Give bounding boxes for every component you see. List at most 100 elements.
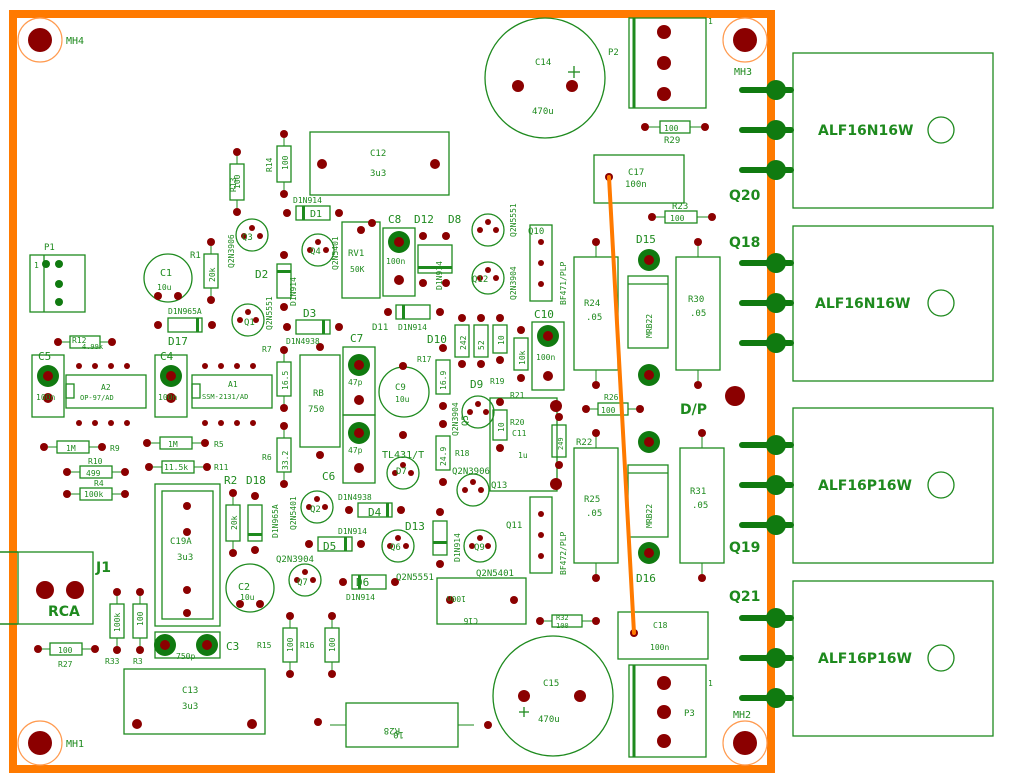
r32-label: R32: [556, 614, 569, 622]
d17-label: D17: [168, 335, 188, 348]
pad-core: [160, 640, 170, 650]
pad: [345, 506, 353, 514]
r20-value: 10: [497, 422, 506, 432]
d11-band: [402, 305, 405, 319]
pad: [436, 508, 444, 516]
pad: [641, 123, 649, 131]
pad: [566, 80, 578, 92]
r252-value: 52: [477, 340, 486, 350]
pad: [280, 251, 288, 259]
pad: [419, 232, 427, 240]
r23-value: 100: [670, 214, 685, 223]
r17-body: [435, 359, 451, 395]
c4-outline: [154, 354, 188, 418]
p1-label: P1: [44, 243, 55, 253]
pad: [467, 409, 473, 415]
pad: [40, 443, 48, 451]
pad: [550, 400, 562, 412]
pad: [34, 645, 42, 653]
pad: [470, 479, 476, 485]
p3-pin1: 1: [708, 679, 713, 688]
r4-label: R4: [94, 479, 104, 488]
q9-label: Q9: [474, 543, 485, 553]
pad: [439, 478, 447, 486]
q21-pad-3: [766, 688, 786, 708]
alf-hole-1: [927, 116, 955, 144]
pad: [701, 123, 709, 131]
c16-value: 100n: [447, 594, 466, 603]
pad: [538, 553, 544, 559]
pad: [512, 80, 524, 92]
pad: [485, 267, 491, 273]
j1-value: RCA: [48, 604, 80, 620]
d7-label: D7: [396, 467, 407, 477]
c17-value: 100n: [625, 180, 647, 190]
c5-value: 100n: [36, 393, 55, 402]
rb-body: [299, 354, 341, 448]
rv1-value: 50K: [350, 265, 365, 274]
pad: [335, 209, 343, 217]
pad: [286, 612, 294, 620]
pad: [439, 402, 447, 410]
q3-type: Q2N3906: [227, 234, 236, 268]
pad: [280, 130, 288, 138]
pad: [592, 574, 600, 582]
pad: [229, 489, 237, 497]
c3-value: 750p: [176, 652, 195, 661]
c18-outline: [617, 611, 709, 660]
r24-label: R24: [584, 299, 600, 309]
q2-outline: [300, 490, 334, 524]
r2-value: 20k: [230, 515, 239, 530]
pad: [124, 420, 130, 426]
d13-value: D1N914: [453, 533, 462, 562]
pad: [121, 468, 129, 476]
q9-type: Q2N5401: [476, 569, 514, 579]
r23-label: R23: [672, 202, 688, 212]
r29-value: 100: [664, 124, 679, 133]
pad: [280, 422, 288, 430]
pad: [430, 159, 440, 169]
pad: [458, 314, 466, 322]
r20-label: R20: [510, 418, 525, 427]
c13-value: 3u3: [182, 702, 198, 712]
pad: [76, 420, 82, 426]
d3-body: [295, 319, 331, 335]
r7-label: R7: [262, 345, 272, 354]
r3-value: 100: [136, 611, 145, 626]
silkscreen-text: C14 470u C15 470u P2 1 P3 1 P1 1 100 R29…: [34, 17, 713, 739]
q4-label: Q4: [310, 247, 321, 257]
c15-label: C15: [543, 679, 559, 689]
pad: [648, 213, 656, 221]
pad: [76, 363, 82, 369]
pad: [725, 386, 745, 406]
d18-band: [248, 533, 262, 536]
q1-type: Q2N5551: [265, 296, 274, 330]
c19a-outer: [154, 483, 221, 627]
pad: [91, 645, 99, 653]
pad: [496, 356, 504, 364]
r28-label: R28: [384, 725, 400, 735]
pad: [316, 343, 324, 351]
pad: [251, 546, 259, 554]
q1-outline: [231, 303, 265, 337]
pad: [294, 577, 300, 583]
d4-value: D1N4938: [338, 493, 372, 502]
r25-label: R25: [584, 495, 600, 505]
r5-value: 1M: [168, 440, 178, 449]
q12-type-2: Q2N5551: [509, 203, 518, 237]
q4-type: Q2N5401: [331, 236, 340, 270]
c15-value: 470u: [538, 715, 560, 725]
d18-value: D1N965A: [271, 504, 280, 538]
rb-value: 750: [308, 405, 324, 415]
pad: [657, 705, 671, 719]
pad: [121, 490, 129, 498]
r28-value: 10: [393, 729, 404, 739]
pad: [202, 420, 208, 426]
pad: [203, 463, 211, 471]
a1-value: SSM-2131/AD: [202, 393, 248, 401]
d12-band: [418, 266, 452, 269]
q7-type: Q2N3904: [276, 555, 314, 565]
r13-value: 100: [233, 174, 242, 189]
c6-label: C6: [322, 470, 335, 483]
c1-value: 10u: [157, 283, 172, 292]
